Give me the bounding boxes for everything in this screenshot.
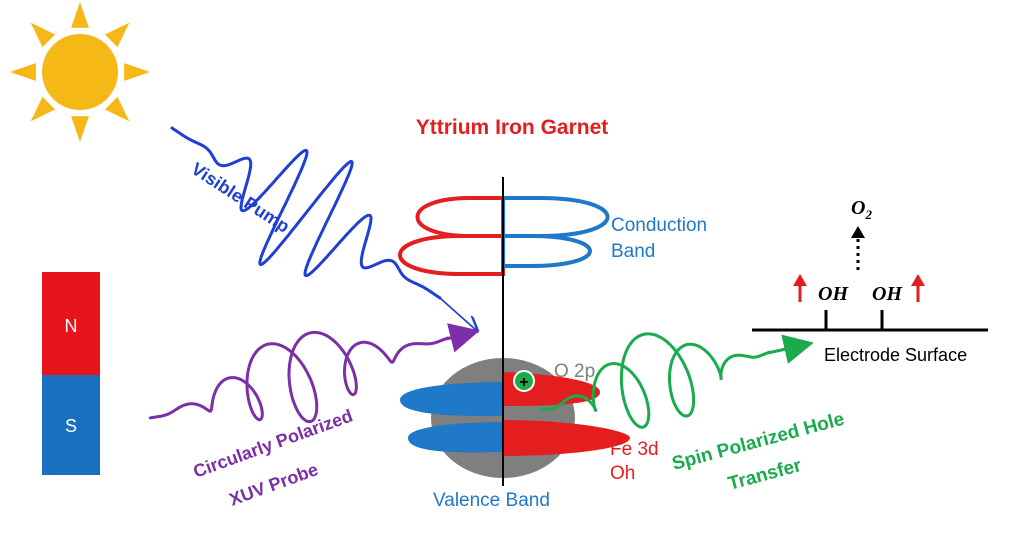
hole-icon: + <box>513 370 535 392</box>
visible-pump-label: Visible Pump <box>188 159 293 237</box>
spin-up-arrow-icon <box>911 274 925 302</box>
xuv-probe-label-line1: Circularly Polarized <box>191 405 356 481</box>
conduction-lobe-blue-lower <box>501 234 592 268</box>
fe3d-label-line1: Fe 3d <box>610 439 659 460</box>
diagram-title: Yttrium Iron Garnet <box>416 116 609 139</box>
valence-lobe-blue-lower <box>408 422 503 453</box>
visible-pump-wave <box>170 126 442 300</box>
visible-pump-arrow <box>439 297 476 330</box>
magnet-icon: N S <box>42 272 100 475</box>
oh-left-label: OH <box>818 283 849 305</box>
sun-icon <box>10 2 150 142</box>
magnet-north-pole <box>42 272 100 375</box>
hole-symbol: + <box>519 374 528 391</box>
conduction-lobe-red-upper <box>415 196 505 238</box>
o2p-label: O 2p <box>554 361 595 382</box>
magnet-north-label: N <box>65 316 78 336</box>
magnet-south-label: S <box>65 416 77 436</box>
o2-evolution-arrowhead <box>851 226 865 238</box>
valence-band-orbitals <box>400 372 630 456</box>
fe3d-label-line2: Oh <box>610 463 635 484</box>
valence-lobe-blue-upper <box>400 382 503 417</box>
magnet-south-pole <box>42 375 100 475</box>
valence-band-label: Valence Band <box>433 490 550 511</box>
conduction-lobe-blue-upper <box>501 196 610 238</box>
spin-up-arrow-icon <box>793 274 807 302</box>
xuv-probe-arrow <box>445 323 480 353</box>
valence-lobe-red-lower <box>503 420 630 456</box>
conduction-band-label-line1: Conduction <box>611 215 707 236</box>
electrode-surface-label: Electrode Surface <box>824 345 967 365</box>
hole-transfer-arrow <box>767 334 814 364</box>
xuv-probe-wave <box>148 330 450 424</box>
conduction-lobe-red-lower <box>398 234 505 276</box>
oh-right-label: OH <box>872 283 903 305</box>
hole-transfer-label-line2: Transfer <box>726 455 804 495</box>
hole-transfer-wave <box>538 332 772 429</box>
o2-label: O2 <box>851 197 872 222</box>
conduction-band-orbitals <box>398 196 610 276</box>
electrode-surface: Electrode Surface <box>752 310 988 365</box>
xuv-probe-label-line2: XUV Probe <box>227 459 321 510</box>
conduction-band-label-line2: Band <box>611 241 655 262</box>
